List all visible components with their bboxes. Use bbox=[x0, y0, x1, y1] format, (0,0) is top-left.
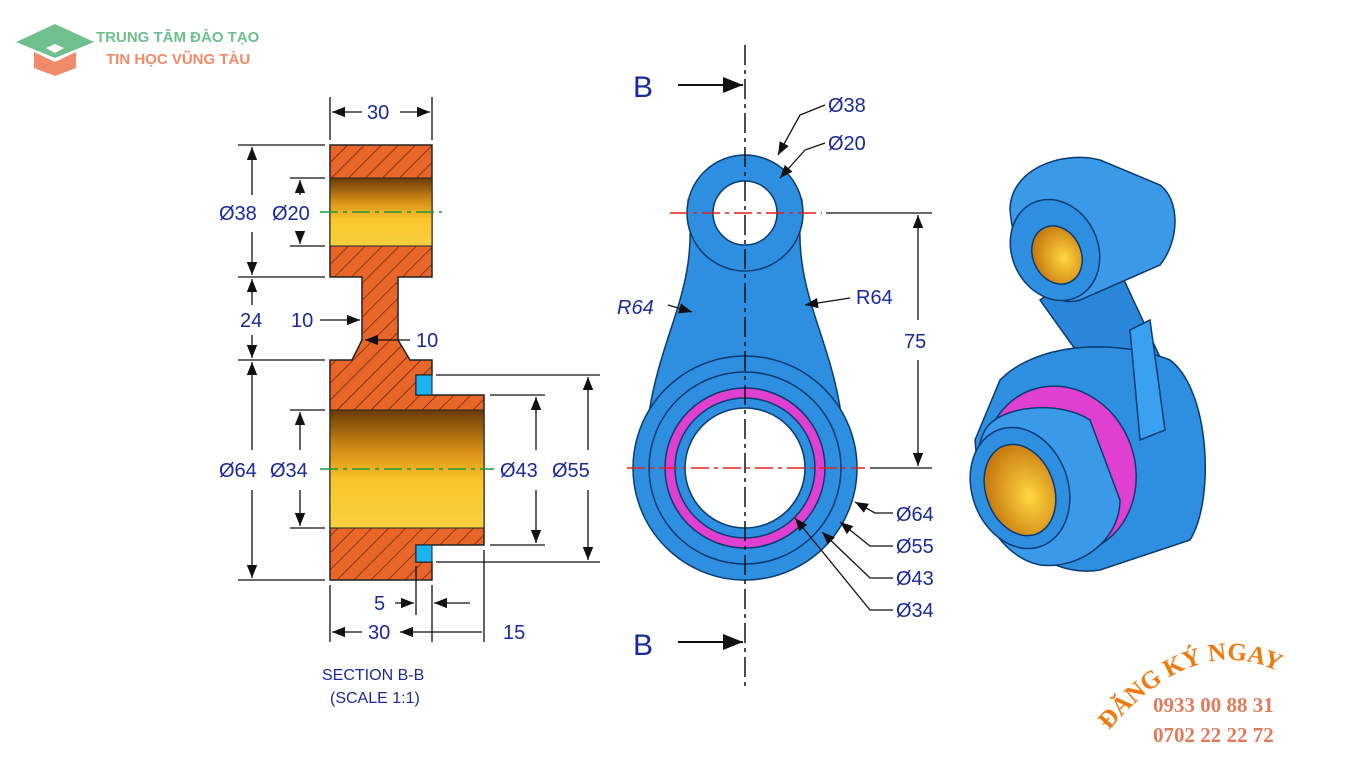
graduation-cap-icon bbox=[16, 24, 94, 76]
dim-d38: Ø38 bbox=[219, 203, 257, 225]
dim-d34: Ø34 bbox=[270, 460, 308, 482]
logo-line-2: TIN HỌC VŨNG TÀU bbox=[106, 50, 250, 68]
dim-r64-right: R64 bbox=[856, 287, 893, 309]
dim-d34-front: Ø34 bbox=[896, 600, 934, 622]
section-mark-bottom: B bbox=[633, 629, 653, 662]
register-now-title: ĐĂNG KÝ NGAY bbox=[1093, 639, 1286, 735]
dim-d64: Ø64 bbox=[219, 460, 257, 482]
dim-d38-front: Ø38 bbox=[828, 95, 866, 117]
dim-d55-front: Ø55 bbox=[896, 536, 934, 558]
dim-d20-front: Ø20 bbox=[828, 133, 866, 155]
dim-75: 75 bbox=[904, 331, 926, 353]
phone-1: 0933 00 88 31 bbox=[1153, 693, 1274, 717]
dim-top-width: 30 bbox=[367, 102, 389, 124]
front-view: B B Ø38 Ø20 R64 R64 75 Ø64 Ø55 Ø43 Ø34 bbox=[617, 45, 934, 690]
dim-d64-front: Ø64 bbox=[896, 504, 934, 526]
logo-line-1: TRUNG TÂM ĐÀO TẠO bbox=[96, 28, 260, 46]
section-mark-top: B bbox=[633, 71, 653, 104]
dim-5: 5 bbox=[374, 593, 385, 615]
dim-24: 24 bbox=[240, 310, 262, 332]
section-caption: SECTION B-B bbox=[322, 667, 424, 684]
dim-r64-left: R64 bbox=[617, 297, 654, 319]
isometric-view bbox=[969, 156, 1207, 572]
dim-d43: Ø43 bbox=[500, 460, 538, 482]
scale-caption: (SCALE 1:1) bbox=[330, 690, 420, 707]
dim-d55: Ø55 bbox=[552, 460, 590, 482]
dim-d43-front: Ø43 bbox=[896, 568, 934, 590]
dim-web-10a: 10 bbox=[291, 310, 313, 332]
logo: TRUNG TÂM ĐÀO TẠO TIN HỌC VŨNG TÀU bbox=[16, 24, 260, 76]
register-promo: ĐĂNG KÝ NGAY 0933 00 88 31 0702 22 22 72 bbox=[1093, 639, 1286, 747]
dim-web-10b: 10 bbox=[416, 330, 438, 352]
dim-bottom-30: 30 bbox=[368, 622, 390, 644]
dim-d20: Ø20 bbox=[272, 203, 310, 225]
dim-15: 15 bbox=[503, 622, 525, 644]
section-view: 30 Ø38 Ø20 24 10 10 Ø64 Ø34 Ø43 Ø55 5 30… bbox=[219, 97, 600, 707]
phone-2: 0702 22 22 72 bbox=[1153, 723, 1274, 747]
